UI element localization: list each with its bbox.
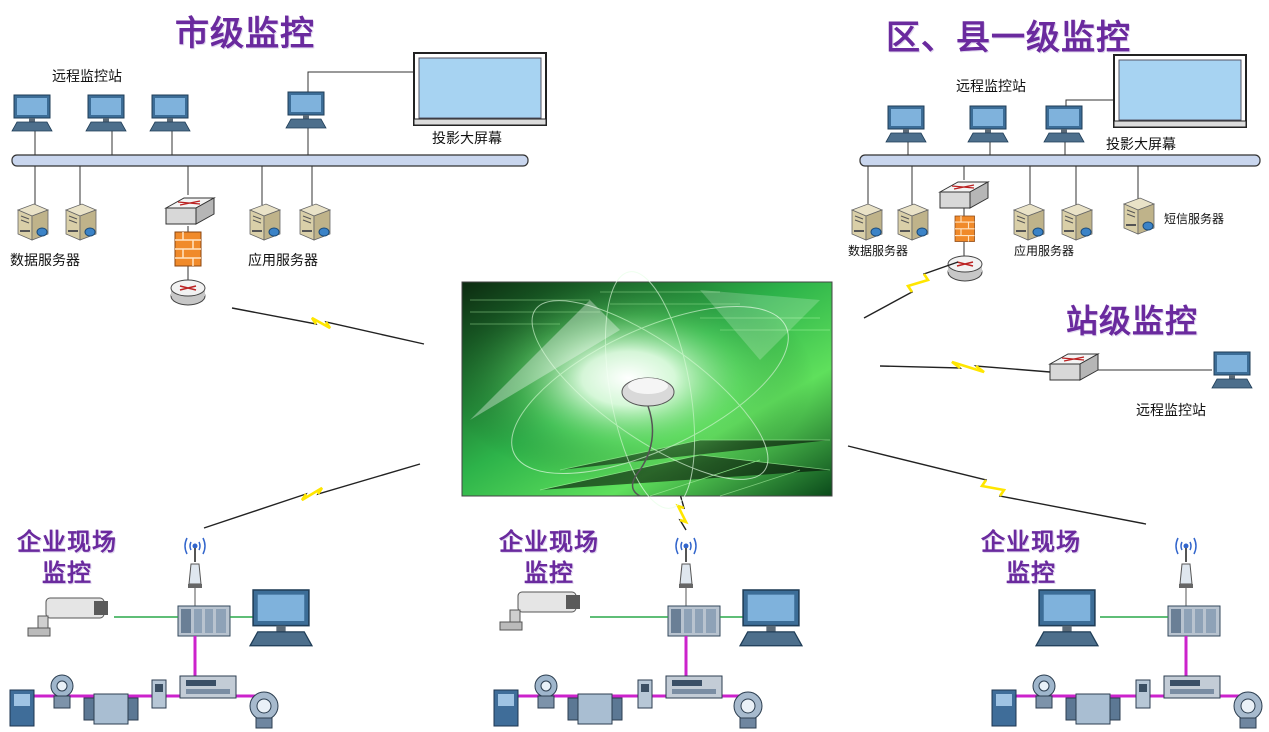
antenna-icon bbox=[675, 537, 697, 589]
city-level-network bbox=[11, 52, 547, 306]
site-network-1 bbox=[9, 537, 313, 729]
instrument-icon bbox=[493, 689, 519, 727]
switch-icon bbox=[939, 181, 989, 209]
workstation-icon bbox=[149, 94, 191, 132]
station-level-title: 站级监控 bbox=[1066, 302, 1199, 340]
instrument-icon bbox=[1135, 679, 1151, 709]
workstation-icon bbox=[1043, 105, 1085, 143]
workstation-icon bbox=[11, 94, 53, 132]
instrument-icon bbox=[733, 691, 763, 729]
firewall-icon bbox=[174, 231, 202, 267]
workstation-icon bbox=[285, 91, 327, 129]
site-title-line2: 监控 bbox=[1006, 558, 1056, 587]
remote-station-label: 远程监控站 bbox=[52, 69, 122, 85]
instrument-icon bbox=[83, 693, 139, 725]
site-level-title: 企业现场 监控 bbox=[474, 526, 624, 588]
server-icon bbox=[249, 203, 281, 241]
workstation-icon bbox=[1211, 351, 1253, 389]
plc-icon bbox=[667, 605, 721, 637]
server-icon bbox=[65, 203, 97, 241]
site-title-line2: 监控 bbox=[524, 558, 574, 587]
site-level-title: 企业现场 监控 bbox=[956, 526, 1106, 588]
site-title-line1: 企业现场 bbox=[499, 527, 599, 556]
data-server-label: 数据服务器 bbox=[848, 244, 909, 258]
workstation-icon bbox=[1035, 589, 1099, 647]
station-level-network bbox=[1049, 351, 1253, 389]
switch-icon bbox=[165, 197, 215, 225]
projection-screen-label: 投影大屏幕 bbox=[432, 131, 502, 147]
server-icon bbox=[1061, 203, 1093, 241]
instrument-icon bbox=[567, 693, 623, 725]
remote-station-label: 远程监控站 bbox=[956, 79, 1026, 95]
monitor-icon bbox=[413, 52, 547, 126]
server-icon bbox=[851, 203, 883, 241]
site-title-line1: 企业现场 bbox=[17, 527, 117, 556]
firewall-icon bbox=[954, 215, 976, 243]
server-icon bbox=[897, 203, 929, 241]
workstation-icon bbox=[885, 105, 927, 143]
switch-icon bbox=[1049, 353, 1099, 381]
camera-icon bbox=[499, 591, 581, 631]
server-icon bbox=[17, 203, 49, 241]
county-level-network bbox=[851, 54, 1261, 282]
plc-icon bbox=[665, 675, 723, 699]
sms-server-label: 短信服务器 bbox=[1164, 212, 1225, 226]
monitor-icon bbox=[1113, 54, 1247, 128]
wireless-links bbox=[203, 261, 1147, 531]
server-icon bbox=[1013, 203, 1045, 241]
instrument-icon bbox=[9, 689, 35, 727]
site-level-title: 企业现场 监控 bbox=[0, 526, 142, 588]
antenna-icon bbox=[184, 537, 206, 589]
instrument-icon bbox=[534, 674, 558, 709]
instrument-icon bbox=[991, 689, 1017, 727]
antenna-icon bbox=[1175, 537, 1197, 589]
plc-icon bbox=[177, 605, 231, 637]
site-network-2 bbox=[493, 537, 803, 729]
workstation-icon bbox=[967, 105, 1009, 143]
instrument-icon bbox=[1065, 693, 1121, 725]
projection-screen-label: 投影大屏幕 bbox=[1106, 137, 1176, 153]
server-icon bbox=[299, 203, 331, 241]
plc-icon bbox=[179, 675, 237, 699]
instrument-icon bbox=[151, 679, 167, 709]
router-icon bbox=[170, 279, 206, 306]
data-server-label: 数据服务器 bbox=[10, 253, 80, 269]
instrument-icon bbox=[637, 679, 653, 709]
instrument-icon bbox=[1032, 674, 1056, 709]
city-level-title: 市级监控 bbox=[175, 14, 315, 54]
app-server-label: 应用服务器 bbox=[248, 253, 318, 269]
instrument-icon bbox=[50, 674, 74, 709]
plc-icon bbox=[1163, 675, 1221, 699]
site-network-3 bbox=[991, 537, 1263, 729]
app-server-label: 应用服务器 bbox=[1014, 244, 1075, 258]
workstation-icon bbox=[249, 589, 313, 647]
remote-station-label: 远程监控站 bbox=[1136, 403, 1206, 419]
county-level-title: 区、县一级监控 bbox=[886, 18, 1131, 58]
workstation-icon bbox=[739, 589, 803, 647]
workstation-icon bbox=[85, 94, 127, 132]
instrument-icon bbox=[249, 691, 279, 729]
network-bus bbox=[859, 154, 1261, 167]
network-bus bbox=[11, 154, 529, 167]
router-icon bbox=[947, 255, 983, 282]
network-image bbox=[461, 271, 833, 509]
site-title-line1: 企业现场 bbox=[981, 527, 1081, 556]
instrument-icon bbox=[1233, 691, 1263, 729]
site-title-line2: 监控 bbox=[42, 558, 92, 587]
camera-icon bbox=[27, 597, 109, 637]
server-icon bbox=[1123, 197, 1155, 235]
plc-icon bbox=[1167, 605, 1221, 637]
